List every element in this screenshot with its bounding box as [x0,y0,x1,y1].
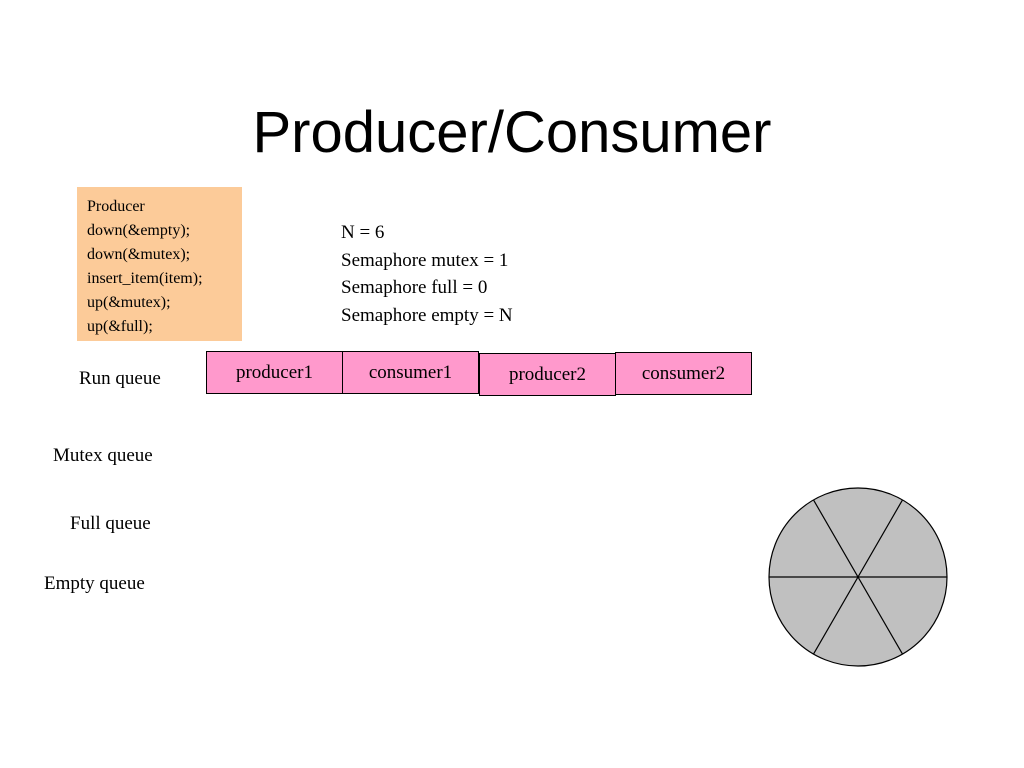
run-queue-item-producer1: producer1 [206,351,343,394]
producer-code-box: Producer down(&empty); down(&mutex); ins… [77,187,242,341]
producer-code-line: up(&mutex); [87,294,171,311]
empty-queue-label: Empty queue [44,573,145,594]
semaphore-line: Semaphore mutex = 1 [341,249,509,271]
producer-code-line: Producer [87,198,145,215]
run-queue-item-producer2: producer2 [479,353,616,396]
run-queue-label: Run queue [79,368,161,389]
semaphore-line: N = 6 [341,222,385,243]
semaphore-line: Semaphore empty = N [341,304,513,326]
producer-code-line: down(&empty); [87,222,191,239]
full-queue-label: Full queue [70,513,151,534]
mutex-queue-label: Mutex queue [53,445,153,466]
slide-title: Producer/Consumer [252,100,772,165]
run-queue-item-consumer1: consumer1 [342,351,479,394]
producer-code-line: insert_item(item); [87,270,203,287]
circular-buffer [768,487,948,667]
buffer-divider [812,499,904,655]
semaphore-declarations: N = 6 Semaphore mutex = 1 Semaphore full… [341,219,513,329]
producer-code-line: up(&full); [87,318,153,335]
run-queue-item-consumer2: consumer2 [615,352,752,395]
producer-code-line: down(&mutex); [87,246,191,263]
semaphore-line: Semaphore full = 0 [341,277,488,298]
